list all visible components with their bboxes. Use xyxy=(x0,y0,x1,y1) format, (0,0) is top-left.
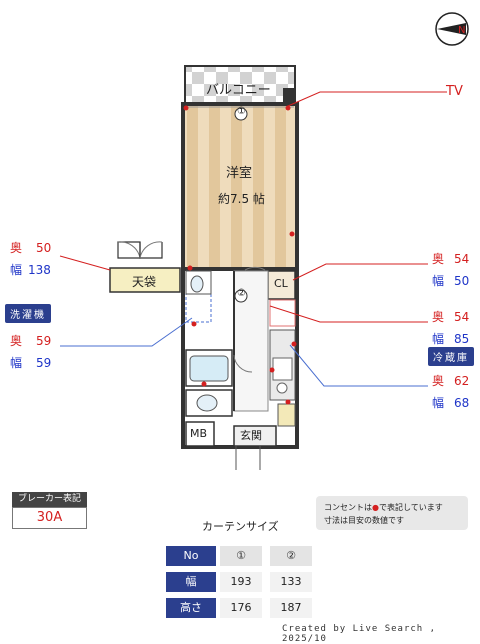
washer-tag: 洗濯機 xyxy=(5,304,51,323)
marker-2: ② xyxy=(237,288,246,299)
outlet-icon: ● xyxy=(372,503,379,512)
entrance-label: 玄関 xyxy=(240,429,262,442)
tenbukuro-label: 天袋 xyxy=(132,275,157,289)
breaker-title: ブレーカー表記 xyxy=(12,492,87,507)
closet-area xyxy=(267,270,296,300)
curtain-title: カーテンサイズ xyxy=(202,520,279,533)
curtain-cell: 187 xyxy=(270,598,312,618)
western-room-label: 洋室 xyxy=(226,166,253,181)
marker-1: ① xyxy=(237,106,246,117)
closet-label: CL xyxy=(274,277,288,290)
curtain-header-1: ① xyxy=(220,546,262,566)
curtain-row-label: 高さ xyxy=(166,598,216,618)
compass-icon: N xyxy=(435,12,469,46)
fridge-tag: 冷蔵庫 xyxy=(428,347,474,366)
balcony-label: バルコニー xyxy=(206,83,271,98)
svg-text:N: N xyxy=(458,25,465,36)
washer-area xyxy=(185,293,212,323)
note-box: コンセントは●で表記しています 寸法は目安の数値です xyxy=(316,496,468,530)
credit-text: Created by Live Search , 2025/10 xyxy=(282,624,437,644)
curtain-cell: 176 xyxy=(220,598,262,618)
mb-area xyxy=(185,421,215,447)
curtain-header-no: No xyxy=(166,546,216,566)
tenbukuro-box xyxy=(109,267,181,293)
mb-label: MB xyxy=(190,427,208,440)
balcony-area xyxy=(184,65,296,105)
breaker-value: 30A xyxy=(12,507,87,529)
curtain-row-label: 幅 xyxy=(166,572,216,592)
western-room-size: 約7.5 帖 xyxy=(218,192,265,206)
entrance-area xyxy=(233,425,277,447)
curtain-cell: 133 xyxy=(270,572,312,592)
tv-label: TV xyxy=(446,84,463,99)
curtain-header-2: ② xyxy=(270,546,312,566)
floor-plan xyxy=(59,65,447,470)
curtain-cell: 193 xyxy=(220,572,262,592)
